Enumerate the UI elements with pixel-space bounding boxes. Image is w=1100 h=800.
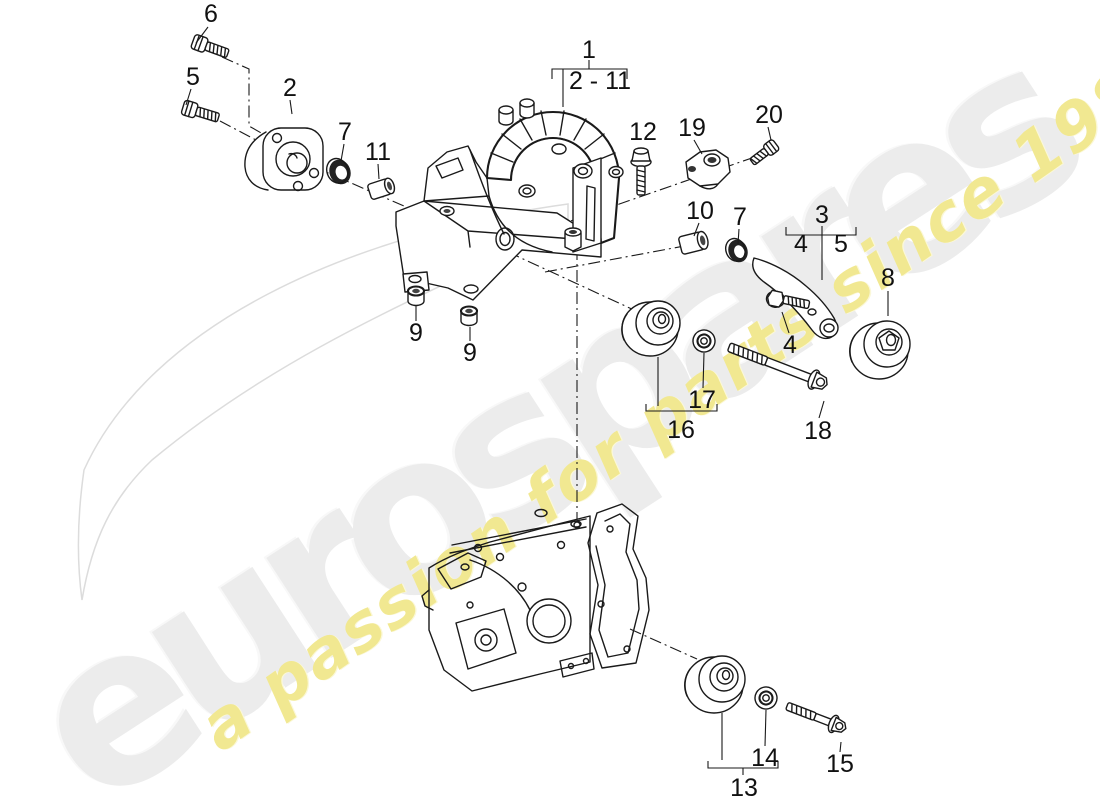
callout-5-right[interactable]: 5 [834, 230, 848, 258]
part-engine-crankcase[interactable] [421, 503, 650, 692]
callout-9-right[interactable]: 9 [463, 339, 477, 367]
part-1-carrier-bracket[interactable] [395, 98, 624, 301]
callout-20[interactable]: 20 [755, 101, 783, 129]
callout-7-left[interactable]: 7 [338, 118, 352, 146]
callout-7-right[interactable]: 7 [733, 203, 747, 231]
centerlines [219, 56, 773, 660]
callout-16[interactable]: 16 [667, 416, 695, 444]
part-19-support[interactable] [685, 149, 731, 190]
callout-13[interactable]: 13 [730, 774, 758, 800]
part-9-mount-right[interactable] [459, 305, 479, 327]
callout-18[interactable]: 18 [804, 417, 832, 445]
callout-2[interactable]: 2 [283, 74, 297, 102]
part-13-pulley[interactable] [684, 655, 746, 714]
callout-12[interactable]: 12 [629, 118, 657, 146]
part-15-bolt[interactable] [784, 698, 849, 737]
callout-4-upper[interactable]: 4 [794, 230, 808, 258]
part-9-mount-left[interactable] [406, 285, 426, 307]
callout-10[interactable]: 10 [686, 197, 714, 225]
callout-14[interactable]: 14 [751, 744, 779, 772]
part-8-pulley[interactable] [849, 320, 911, 380]
callout-8[interactable]: 8 [881, 264, 895, 292]
part-17-washer[interactable] [691, 328, 718, 355]
part-7-seal-right[interactable] [723, 235, 751, 266]
callout-6[interactable]: 6 [204, 0, 218, 28]
callout-3[interactable]: 3 [815, 201, 829, 229]
callout-5[interactable]: 5 [186, 63, 200, 91]
callout-range-2-11[interactable]: 2 - 11 [569, 67, 631, 95]
callout-17[interactable]: 17 [688, 386, 716, 414]
part-6-screw[interactable] [190, 34, 230, 61]
part-14-washer[interactable] [753, 685, 780, 712]
part-18-bolt[interactable] [725, 338, 830, 394]
part-12-bolt[interactable] [630, 147, 652, 196]
callout-4-lower[interactable]: 4 [783, 331, 797, 359]
callout-15[interactable]: 15 [826, 750, 854, 778]
callout-1[interactable]: 1 [582, 36, 596, 64]
leader-lines [185, 26, 889, 775]
part-20-screw[interactable] [748, 139, 780, 167]
part-16-pulley[interactable] [621, 300, 681, 357]
part-2-flange[interactable] [244, 127, 324, 192]
callout-11[interactable]: 11 [365, 138, 391, 166]
part-4-bolt[interactable] [765, 289, 811, 315]
callout-19[interactable]: 19 [678, 114, 706, 142]
part-10-bushing[interactable] [678, 230, 710, 255]
part-7-seal-left[interactable] [323, 155, 354, 188]
callout-9-left[interactable]: 9 [409, 319, 423, 347]
part-11-bushing[interactable] [367, 177, 396, 200]
